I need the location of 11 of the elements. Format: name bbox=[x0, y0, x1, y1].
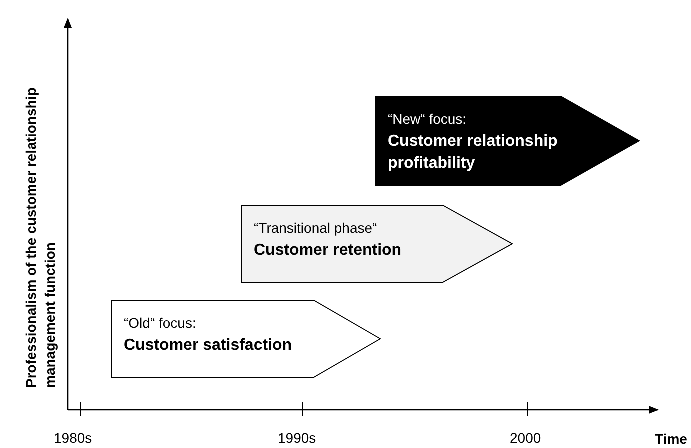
tick-label: 1990s bbox=[278, 430, 316, 446]
tick-label: 2000 bbox=[510, 430, 542, 446]
stage-title: Customer relationship profitability bbox=[388, 132, 559, 174]
axis-title: Time bbox=[655, 431, 688, 447]
stage-title: Customer satisfaction bbox=[124, 336, 294, 356]
stage-heading: “Old“ focus: bbox=[124, 314, 196, 332]
tick-label: 1980s bbox=[54, 430, 92, 446]
axis-title: Professionalism of the customer relationship management function bbox=[22, 86, 59, 388]
stage-heading: “Transitional phase“ bbox=[254, 219, 378, 237]
stage-title: Customer retention bbox=[254, 241, 403, 261]
stage-heading: “New“ focus: bbox=[388, 110, 467, 128]
